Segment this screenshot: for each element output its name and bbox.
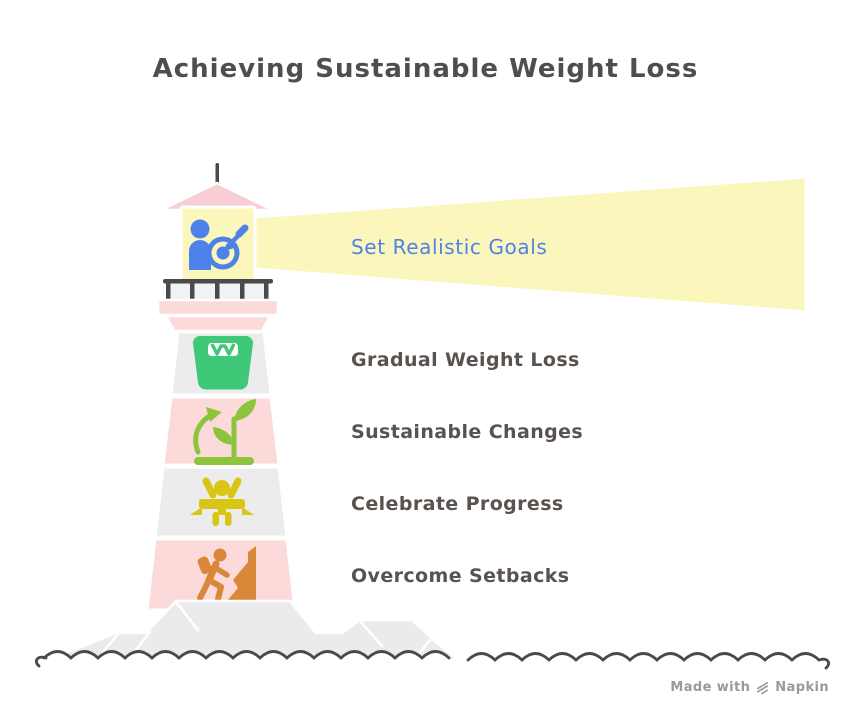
label-overcome-setbacks: Overcome Setbacks [351,565,570,587]
climber-icon [197,546,256,602]
weight-scale-icon [192,335,254,390]
waves [35,650,830,676]
page-title: Achieving Sustainable Weight Loss [152,54,699,84]
celebration-icon [190,477,254,526]
rocks [46,599,460,662]
gallery-balcony [156,279,280,333]
goal-target-icon [189,219,249,270]
label-celebrate-progress: Celebrate Progress [351,493,564,515]
napkin-logo-icon [757,681,769,695]
watermark: Made with Napkin [670,680,829,695]
label-gradual-weight-loss: Gradual Weight Loss [351,349,580,371]
watermark-brand: Napkin [775,680,829,695]
label-sustainable-changes: Sustainable Changes [351,421,584,443]
growing-plant-icon [193,399,256,465]
label-set-realistic-goals: Set Realistic Goals [351,235,548,259]
watermark-prefix: Made with [670,680,751,695]
